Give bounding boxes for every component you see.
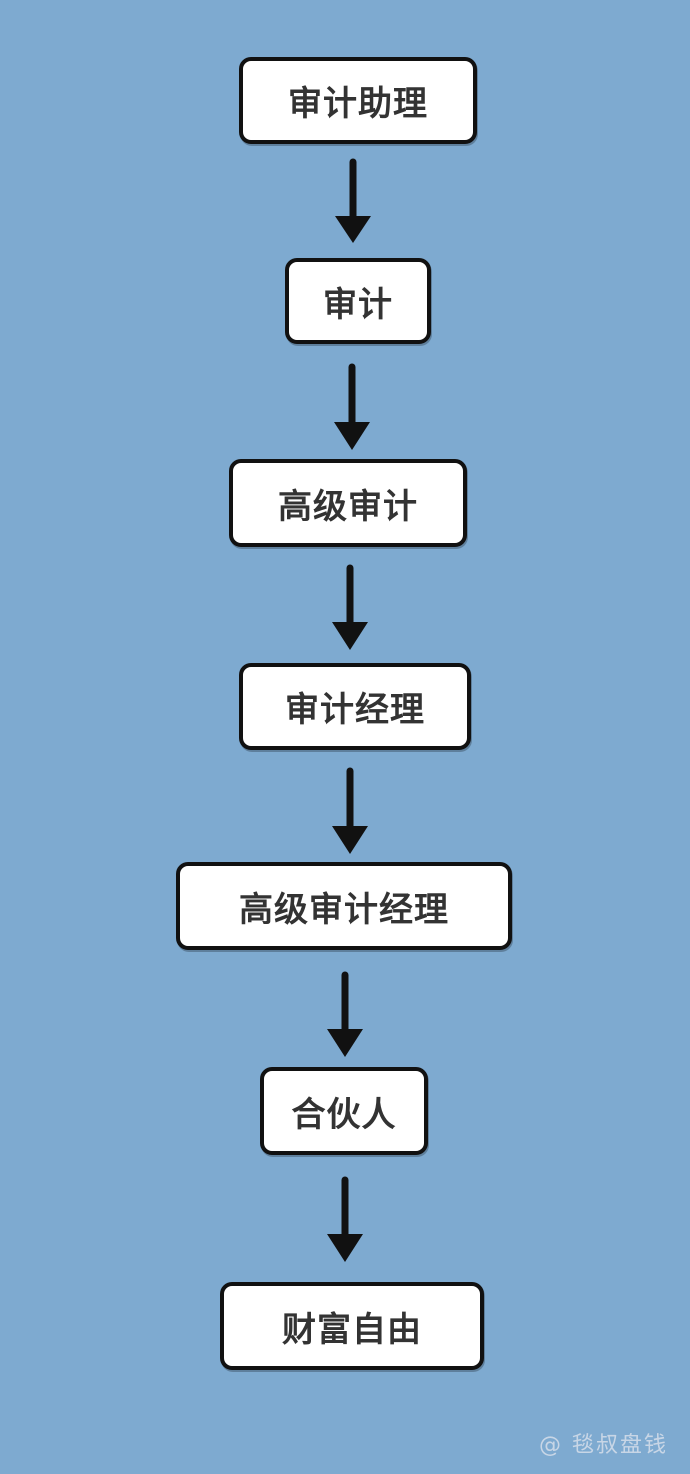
step-box-audit-manager: 审计经理 — [239, 663, 471, 750]
step-box-audit-assistant: 审计助理 — [239, 57, 477, 144]
step-box-audit: 审计 — [285, 258, 431, 344]
step-box-senior-audit-manager: 高级审计经理 — [176, 862, 512, 950]
step-label: 审计 — [323, 284, 393, 325]
step-label: 高级审计 — [278, 486, 418, 527]
step-box-financial-freedom: 财富自由 — [220, 1282, 484, 1370]
step-label: 审计助理 — [288, 84, 428, 124]
step-label: 审计经理 — [285, 690, 425, 730]
watermark-text: @ 毯叔盘钱 — [539, 1433, 668, 1458]
step-label: 合伙人 — [291, 1094, 397, 1135]
step-box-partner: 合伙人 — [260, 1067, 428, 1155]
step-box-senior-audit: 高级审计 — [229, 459, 467, 547]
step-label: 高级审计经理 — [239, 889, 449, 930]
step-label: 财富自由 — [282, 1309, 422, 1350]
